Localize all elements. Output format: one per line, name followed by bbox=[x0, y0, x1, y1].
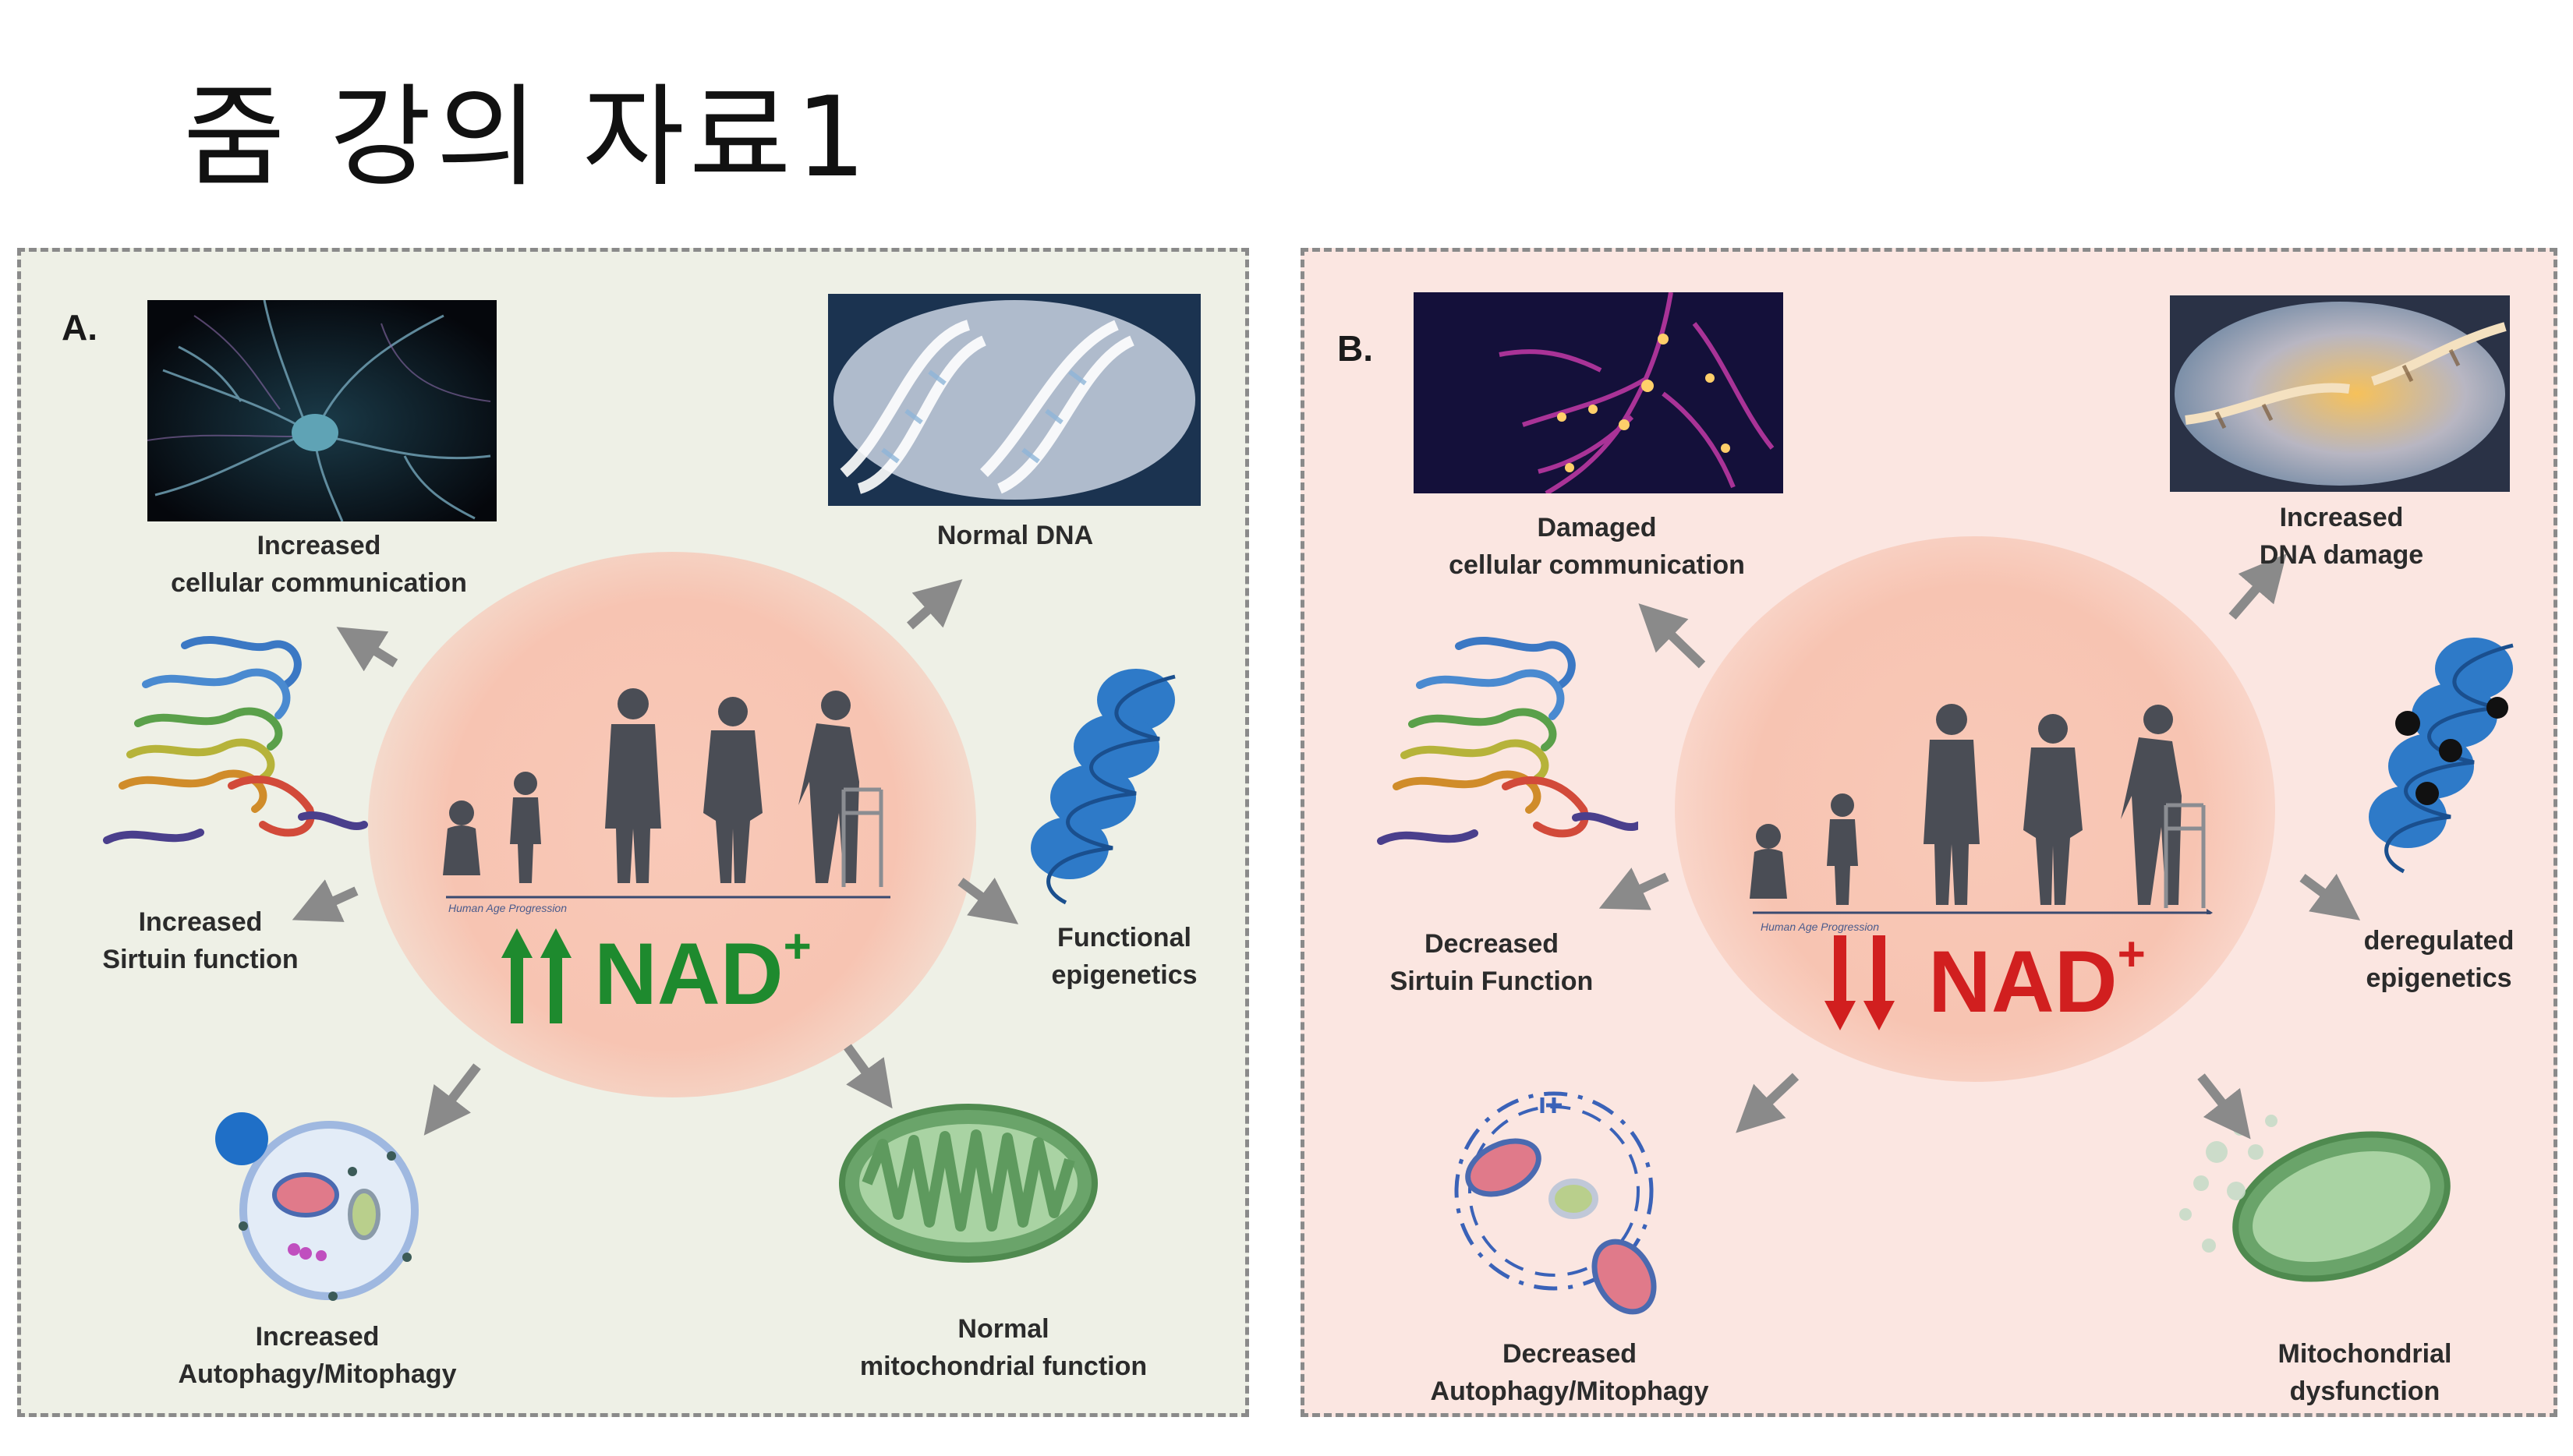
arrow-sirtuin bbox=[292, 879, 359, 922]
panel-a: A. bbox=[17, 248, 1249, 1417]
label-line: cellular communication bbox=[171, 568, 467, 598]
age-caption: Human Age Progression bbox=[448, 902, 568, 914]
mitochondrial-dysfunction-image bbox=[2179, 1115, 2451, 1282]
arrow-mitochondria bbox=[2197, 1073, 2251, 1140]
arrow-dna bbox=[2228, 553, 2287, 620]
label-line: epigenetics bbox=[2366, 963, 2512, 993]
neuron-image bbox=[147, 300, 497, 521]
label-autophagy: Decreased Autophagy/Mitophagy bbox=[1382, 1335, 1757, 1410]
label-line: Decreased bbox=[1424, 929, 1559, 959]
age-caption: Human Age Progression bbox=[1761, 921, 1880, 933]
label-sirtuin: Increased Sirtuin function bbox=[68, 903, 333, 978]
arrow-autophagy bbox=[1736, 1073, 1800, 1133]
label-line: DNA damage bbox=[2259, 540, 2424, 570]
label-line: Damaged bbox=[1537, 513, 1657, 542]
label-sirtuin: Decreased Sirtuin Function bbox=[1351, 925, 1632, 1000]
damaged-neuron-image bbox=[1414, 292, 1783, 493]
arrow-communication bbox=[336, 627, 398, 672]
label-autophagy: Increased Autophagy/Mitophagy bbox=[138, 1318, 497, 1393]
label-line: Decreased bbox=[1502, 1339, 1637, 1369]
label-line: Increased bbox=[2279, 503, 2404, 532]
sirtuin-protein-image bbox=[1377, 636, 1638, 845]
label-line: Increased bbox=[255, 1322, 380, 1352]
arrow-epigenetics bbox=[957, 878, 1019, 924]
arrow-communication bbox=[1638, 603, 1706, 669]
nad-circle bbox=[368, 552, 976, 1097]
dna-image bbox=[828, 294, 1201, 506]
label-line: Sirtuin function bbox=[102, 945, 299, 974]
nad-level: NAD+ bbox=[1928, 928, 2146, 1032]
damaged-dna-image bbox=[2170, 295, 2510, 492]
nad-superscript: + bbox=[2117, 928, 2146, 981]
sirtuin-protein-image bbox=[103, 635, 368, 844]
label-line: Increased bbox=[138, 907, 263, 937]
label-line: mitochondrial function bbox=[859, 1352, 1148, 1381]
panel-label: A. bbox=[62, 307, 97, 348]
arrows bbox=[1598, 553, 2361, 1140]
nad-text: NAD bbox=[1928, 933, 2118, 1030]
autophagy-cell-image bbox=[215, 1112, 419, 1301]
label-line: deregulated bbox=[2363, 926, 2515, 956]
label-communication: Increased cellular communication bbox=[140, 527, 498, 602]
label-line: dysfunction bbox=[2289, 1376, 2440, 1406]
arrow-sirtuin bbox=[1598, 868, 1669, 910]
panel-b: B. bbox=[1301, 248, 2557, 1417]
human-age-silhouettes bbox=[443, 688, 890, 899]
label-line: cellular communication bbox=[1449, 550, 1745, 580]
label-mitochondria: Mitochondrial dysfunction bbox=[2240, 1335, 2490, 1410]
nad-down-arrows-icon bbox=[1824, 935, 1895, 1030]
label-line: Increased bbox=[257, 531, 381, 560]
nad-superscript: + bbox=[783, 920, 812, 974]
label-dna: Increased DNA damage bbox=[2209, 499, 2474, 574]
label-line: Normal DNA bbox=[936, 521, 1094, 550]
arrow-autophagy bbox=[423, 1063, 481, 1136]
label-communication: Damaged cellular communication bbox=[1410, 509, 1784, 584]
label-line: Autophagy/Mitophagy bbox=[1430, 1376, 1709, 1406]
arrow-mitochondria bbox=[844, 1044, 893, 1109]
decreased-autophagy-image bbox=[1454, 1091, 1657, 1315]
label-line: Normal bbox=[957, 1314, 1049, 1344]
mitochondria-image bbox=[839, 1104, 1098, 1263]
label-line: Functional bbox=[1057, 923, 1191, 952]
label-line: Sirtuin Function bbox=[1389, 967, 1594, 996]
human-age-silhouettes bbox=[1750, 704, 2213, 914]
arrow-epigenetics bbox=[2299, 874, 2361, 921]
arrow-dna bbox=[907, 579, 963, 630]
label-epigenetics: deregulated epigenetics bbox=[2322, 922, 2556, 997]
label-mitochondria: Normal mitochondrial function bbox=[824, 1310, 1183, 1385]
label-dna: Normal DNA bbox=[883, 517, 1148, 554]
label-line: Mitochondrial bbox=[2277, 1339, 2452, 1369]
nad-level: NAD+ bbox=[594, 920, 812, 1024]
deregulated-nucleosome-image bbox=[2369, 638, 2514, 874]
nad-text: NAD bbox=[594, 925, 784, 1023]
label-line: epigenetics bbox=[1051, 960, 1198, 990]
label-line: Autophagy/Mitophagy bbox=[178, 1359, 457, 1389]
panel-label: B. bbox=[1337, 328, 1373, 369]
epigenetics-nucleosome-image bbox=[1031, 669, 1176, 905]
arrows bbox=[292, 579, 1019, 1136]
label-epigenetics: Functional epigenetics bbox=[1007, 919, 1241, 994]
nad-up-arrows-icon bbox=[501, 928, 572, 1023]
slide-title: 줌 강의 자료1 bbox=[183, 73, 871, 202]
